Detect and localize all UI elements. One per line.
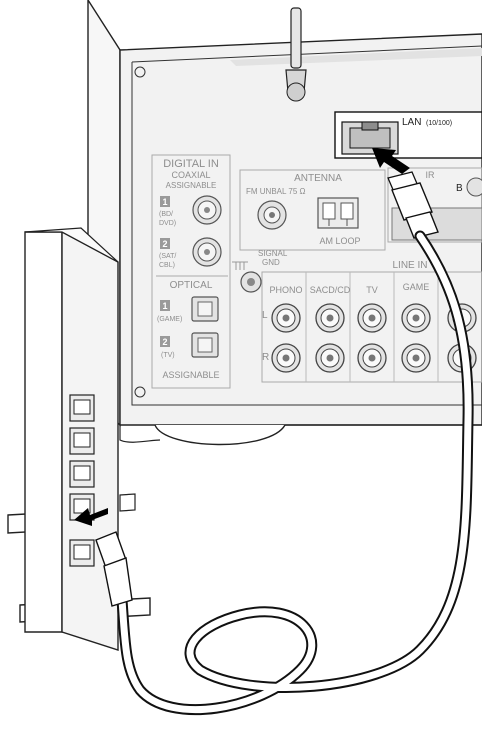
line-in-section: LINE IN PHONO SACD/CD TV GAME L R	[261, 260, 482, 383]
connection-arrow	[74, 508, 108, 526]
lan-port-panel: LAN (10/100)	[334, 111, 482, 159]
router-lan-port	[69, 427, 95, 455]
antenna-title: ANTENNA	[294, 173, 342, 184]
router-lan-port	[69, 539, 95, 567]
coaxial-label: COAXIAL	[171, 170, 210, 180]
antenna-section: ANTENNA FM UNBAL 75 Ω AM LOOP	[239, 169, 386, 251]
network-router	[7, 227, 151, 651]
rca-jack	[271, 343, 301, 373]
router-lan-port	[69, 394, 95, 422]
line-in-row-label: R	[262, 352, 269, 363]
lan-label: LAN	[402, 117, 421, 128]
signal-gnd-label: GND	[262, 258, 280, 267]
router-lan-port	[69, 460, 95, 488]
rca-jack	[401, 343, 431, 373]
rca-jack	[357, 343, 387, 373]
rca-jack	[315, 303, 345, 333]
optical-jack	[191, 296, 219, 322]
fm-label: FM UNBAL 75 Ω	[246, 187, 305, 196]
optical-label: OPTICAL	[170, 280, 213, 291]
coax-input-number: 2	[162, 239, 167, 249]
optical-input-source: (GAME)	[157, 316, 182, 323]
optical-input-number: 1	[162, 301, 167, 311]
line-in-row-label: L	[262, 310, 268, 321]
optical-input-source: (TV)	[161, 352, 175, 359]
signal-gnd-label: SIGNAL	[258, 249, 288, 258]
optical-jack	[191, 332, 219, 358]
coax-input-number: 1	[162, 197, 167, 207]
am-loop-terminal	[317, 197, 359, 229]
rca-jack	[357, 303, 387, 333]
am-loop-label: AM LOOP	[319, 236, 360, 246]
coax-input-source: DVD)	[159, 220, 176, 227]
rca-jack	[401, 303, 431, 333]
digital-in-title: DIGITAL IN	[163, 158, 219, 170]
receiver-foot	[154, 424, 286, 446]
optical-input-number: 2	[162, 337, 167, 347]
coax-input-source: CBL)	[159, 262, 175, 269]
ir-label: IR	[426, 170, 436, 180]
fm-antenna-jack	[257, 200, 287, 230]
signal-gnd: SIGNAL GND	[232, 249, 288, 293]
coax-input-source: (SAT/	[159, 253, 176, 260]
line-in-column-label: GAME	[403, 282, 430, 292]
line-in-column-label: PHONO	[269, 285, 302, 295]
digital-in-section: DIGITAL IN COAXIAL ASSIGNABLE 1 (BD/ DVD…	[151, 154, 231, 389]
wifi-antenna	[285, 7, 307, 102]
assignable-label: ASSIGNABLE	[166, 181, 217, 190]
connection-arrow	[372, 148, 410, 174]
coaxial-jack	[192, 237, 222, 267]
rca-jack	[271, 303, 301, 333]
lan-spec: (10/100)	[426, 120, 452, 127]
line-in-column-label: SACD/CD	[310, 285, 351, 295]
coax-input-source: (BD/	[159, 211, 173, 218]
line-in-column-label: TV	[366, 285, 378, 295]
line-in-title: LINE IN	[392, 260, 427, 271]
lan-cable	[95, 171, 474, 716]
coaxial-jack	[192, 195, 222, 225]
b-label: B	[456, 183, 463, 194]
optical-assignable-label: ASSIGNABLE	[162, 370, 219, 380]
panel-screw	[134, 66, 146, 398]
rca-jack	[315, 343, 345, 373]
